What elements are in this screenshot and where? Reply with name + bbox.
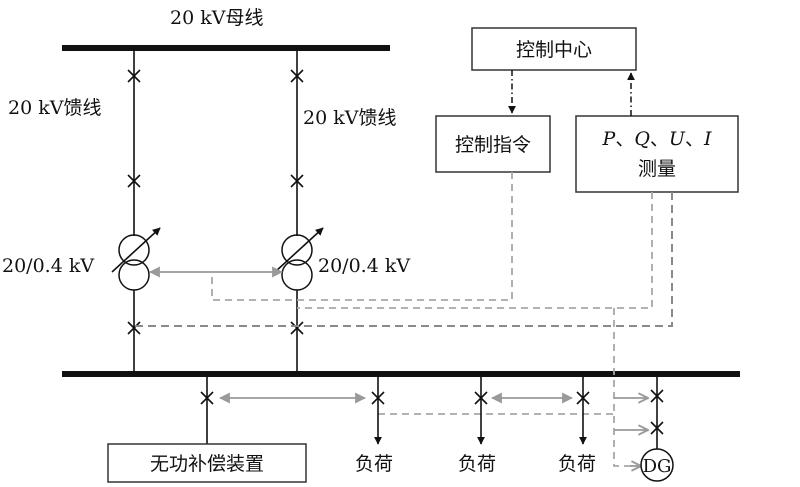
control-command-box [435,115,551,173]
dg-label: DG [643,456,672,477]
command-signal-path [211,172,513,301]
measurement-q: Q [634,128,650,150]
measurement-p: P [602,128,617,150]
transformer-right-label: 20/0.4 kV [318,255,410,277]
feeder-left-label: 20 kV馈线 [8,97,101,119]
load-label-3: 负荷 [558,453,596,475]
dg-signal-path [613,308,636,467]
measurement-i: I [703,128,712,150]
control-center-box [471,27,637,71]
breaker-right-mid [290,174,304,188]
breaker-left-top [127,69,141,83]
measurement-line1: P、Q、U、I [602,128,712,150]
breaker-right-top [290,69,304,83]
measurement-sep-3: 、 [685,128,704,150]
measurement-u: U [669,128,686,150]
measurement-sep-2: 、 [650,128,669,150]
reactive-device-box [107,443,307,483]
breaker-left-low [127,321,141,335]
measurement-line2: 测量 [638,158,676,180]
breaker-load-1 [371,391,385,405]
dg-circle [640,448,674,482]
measurement-signal-path-1 [297,192,653,309]
measurement-signal-path-2 [134,192,673,327]
transformer-right [274,227,324,291]
breaker-load-2 [474,391,488,405]
breaker-left-mid [127,174,141,188]
breaker-reactive [200,391,214,405]
breaker-dg-2 [650,421,664,435]
control-command-label: 控制指令 [455,134,531,156]
transformer-left [111,227,161,291]
breaker-dg-1 [650,389,664,403]
load-label-1: 负荷 [355,453,393,475]
measurement-sep-1: 、 [615,128,634,150]
load-label-2: 负荷 [458,453,496,475]
breaker-right-low [290,321,304,335]
measurement-box [575,115,739,193]
control-center-label: 控制中心 [516,39,592,61]
busbar-label: 20 kV母线 [170,7,263,29]
reactive-device-label: 无功补偿装置 [150,453,264,475]
transformer-left-label: 20/0.4 kV [2,255,94,277]
breaker-load-3 [576,391,590,405]
feeder-right-label: 20 kV馈线 [303,107,396,129]
